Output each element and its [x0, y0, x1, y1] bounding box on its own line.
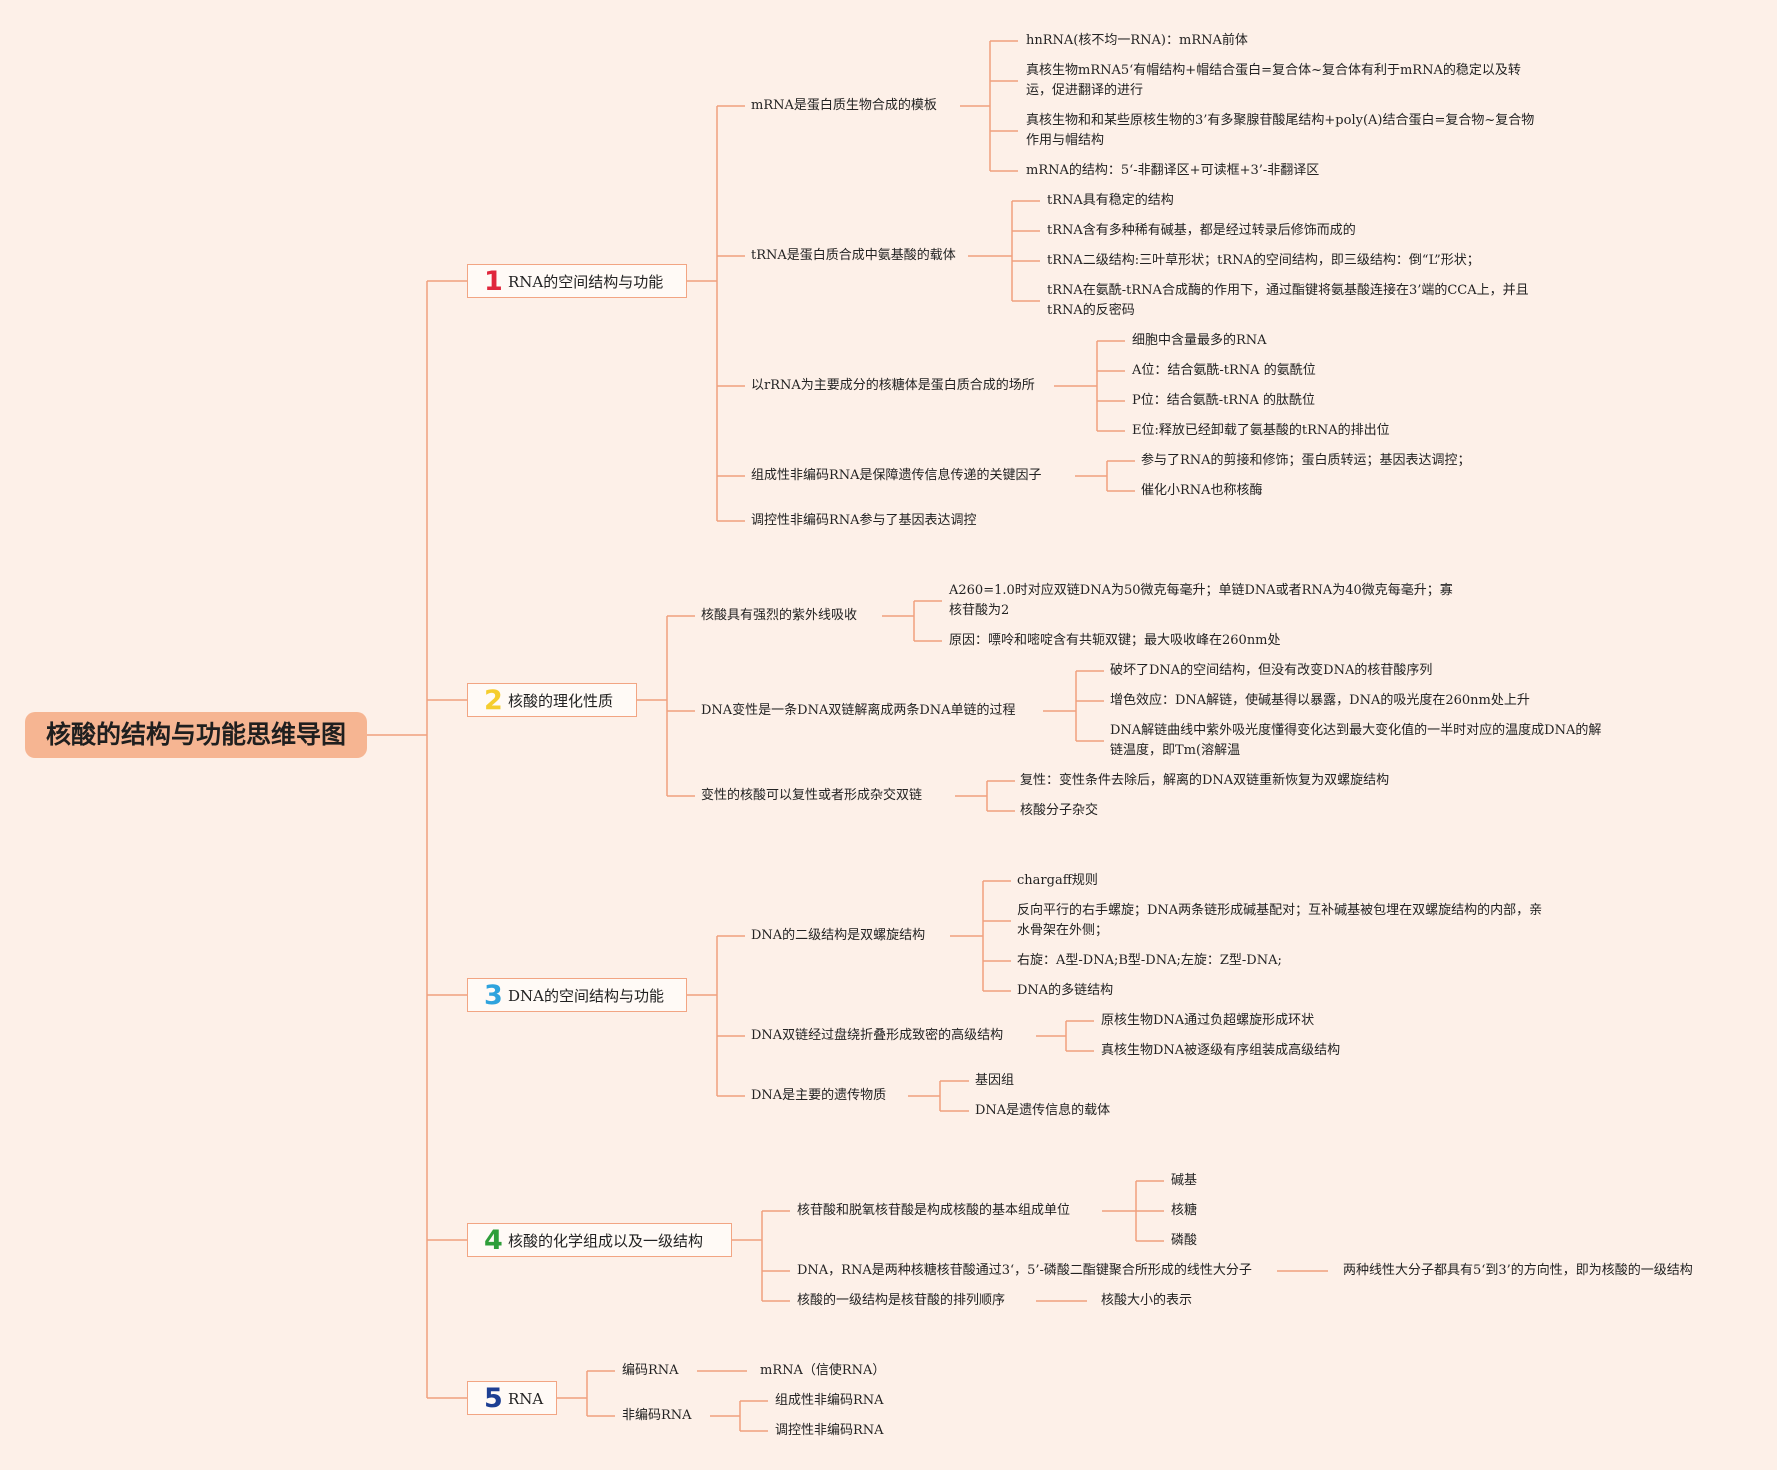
leaf-item[interactable]: 反向平行的右手螺旋；DNA两条链形成碱基配对；互补碱基被包埋在双螺旋结构的内部，… — [1017, 903, 1543, 938]
topic-mrna-template[interactable]: mRNA是蛋白质生物合成的模板 — [751, 98, 937, 113]
branch-dna-structure-function[interactable]: 3 DNA的空间结构与功能 — [467, 978, 687, 1012]
leaf-item[interactable]: A位：结合氨酰-tRNA 的氨酰位 — [1132, 363, 1316, 378]
topic-renaturation-hybrid[interactable]: 变性的核酸可以复性或者形成杂交双链 — [701, 788, 923, 803]
leaf-item[interactable]: 基因组 — [975, 1073, 1015, 1088]
branch-number: 2 — [484, 685, 503, 716]
branch-label: RNA — [508, 1390, 544, 1408]
branch-label: RNA的空间结构与功能 — [508, 273, 664, 291]
leaf-item[interactable]: tRNA在氨酰-tRNA合成酶的作用下，通过酯键将氨基酸连接在3’端的CCA上，… — [1047, 283, 1529, 318]
leaf-item[interactable]: 复性：变性条件去除后，解离的DNA双链重新恢复为双螺旋结构 — [1020, 773, 1390, 788]
leaf-item[interactable]: DNA解链曲线中紫外吸光度懂得变化达到最大变化值的一半时对应的温度成DNA的解链… — [1110, 723, 1602, 758]
topic-noncoding-rna[interactable]: 非编码RNA — [622, 1408, 692, 1423]
leaf-item[interactable]: 调控性非编码RNA — [775, 1423, 884, 1438]
topic-trna-carrier[interactable]: tRNA是蛋白质合成中氨基酸的载体 — [751, 248, 956, 263]
topic-rrna-ribosome[interactable]: 以rRNA为主要成分的核糖体是蛋白质合成的场所 — [751, 378, 1035, 393]
leaf-item[interactable]: 细胞中含量最多的RNA — [1132, 333, 1267, 348]
branch-label: 核酸的化学组成以及一级结构 — [508, 1232, 704, 1250]
branch-number: 5 — [484, 1383, 503, 1414]
branch-physicochemical-properties[interactable]: 2 核酸的理化性质 — [467, 683, 637, 717]
leaf-item[interactable]: 参与了RNA的剪接和修饰；蛋白质转运；基因表达调控； — [1141, 453, 1471, 468]
leaf-item[interactable]: 核糖 — [1171, 1203, 1198, 1218]
leaf-item[interactable]: 右旋：A型-DNA;B型-DNA;左旋：Z型-DNA; — [1017, 953, 1282, 968]
branch-rna[interactable]: 5 RNA — [467, 1381, 557, 1415]
branch-label: DNA的空间结构与功能 — [508, 987, 664, 1005]
leaf-item[interactable]: mRNA的结构：5‘-非翻译区+可读框+3’-非翻译区 — [1026, 163, 1320, 178]
leaf-item[interactable]: 增色效应：DNA解链，使碱基得以暴露，DNA的吸光度在260nm处上升 — [1110, 693, 1530, 708]
leaf-item[interactable]: DNA的多链结构 — [1017, 983, 1114, 998]
topic-phosphodiester-linkage[interactable]: DNA，RNA是两种核糖核苷酸通过3‘，5’-磷酸二酯键聚合所形成的线性大分子 — [797, 1263, 1252, 1278]
branch-label: 核酸的理化性质 — [508, 692, 614, 710]
branch-number: 4 — [484, 1225, 503, 1256]
topic-uv-absorption[interactable]: 核酸具有强烈的紫外线吸收 — [701, 608, 858, 623]
leaf-item[interactable]: E位:释放已经卸载了氨基酸的tRNA的排出位 — [1132, 423, 1390, 438]
topic-primary-structure[interactable]: 核酸的一级结构是核苷酸的排列顺序 — [797, 1293, 1006, 1308]
leaf-item[interactable]: 磷酸 — [1171, 1233, 1198, 1248]
topic-higher-order-structure[interactable]: DNA双链经过盘绕折叠形成致密的高级结构 — [751, 1028, 1004, 1043]
topic-nucleotide-units[interactable]: 核苷酸和脱氧核苷酸是构成核酸的基本组成单位 — [797, 1203, 1071, 1218]
leaf-item[interactable]: tRNA二级结构:三叶草形状；tRNA的空间结构，即三级结构：倒“L”形状； — [1047, 253, 1480, 268]
leaf-item[interactable]: P位：结合氨酰-tRNA 的肽酰位 — [1132, 393, 1316, 408]
leaf-item[interactable]: 两种线性大分子都具有5‘到3’的方向性，即为核酸的一级结构 — [1343, 1263, 1693, 1278]
leaf-item[interactable]: 原核生物DNA通过负超螺旋形成环状 — [1101, 1013, 1315, 1028]
leaf-item[interactable]: 真核生物DNA被逐级有序组装成高级结构 — [1101, 1043, 1341, 1058]
leaf-item[interactable]: 催化小RNA也称核酶 — [1141, 483, 1263, 498]
topic-constitutive-ncrna[interactable]: 组成性非编码RNA是保障遗传信息传递的关键因子 — [751, 468, 1042, 483]
topic-regulatory-ncrna[interactable]: 调控性非编码RNA参与了基因表达调控 — [751, 513, 977, 528]
leaf-item[interactable]: 真核生物mRNA5‘有帽结构+帽结合蛋白=复合体~复合体有利于mRNA的稳定以及… — [1026, 63, 1521, 98]
topic-coding-rna[interactable]: 编码RNA — [622, 1363, 679, 1378]
topic-dna-denaturation[interactable]: DNA变性是一条DNA双链解离成两条DNA单链的过程 — [701, 703, 1016, 718]
leaf-item[interactable]: 核酸分子杂交 — [1020, 803, 1099, 818]
leaf-item[interactable]: DNA是遗传信息的载体 — [975, 1103, 1111, 1118]
leaf-item[interactable]: 组成性非编码RNA — [775, 1393, 884, 1408]
leaf-item[interactable]: chargaff规则 — [1017, 873, 1098, 888]
leaf-item[interactable]: 原因：嘌呤和嘧啶含有共轭双键；最大吸收峰在260nm处 — [949, 633, 1281, 648]
leaf-item[interactable]: 破坏了DNA的空间结构，但没有改变DNA的核苷酸序列 — [1110, 663, 1433, 678]
leaf-item[interactable]: 真核生物和和某些原核生物的3’有多聚腺苷酸尾结构+poly(A)结合蛋白=复合物… — [1026, 113, 1535, 148]
branch-number: 1 — [484, 266, 503, 297]
branch-chemical-composition[interactable]: 4 核酸的化学组成以及一级结构 — [467, 1223, 732, 1257]
branch-number: 3 — [484, 980, 503, 1011]
branch-rna-structure-function[interactable]: 1 RNA的空间结构与功能 — [467, 264, 687, 298]
leaf-item[interactable]: mRNA（信使RNA） — [760, 1363, 886, 1378]
leaf-item[interactable]: tRNA含有多种稀有碱基，都是经过转录后修饰而成的 — [1047, 223, 1356, 238]
topic-genetic-material[interactable]: DNA是主要的遗传物质 — [751, 1088, 887, 1103]
topic-double-helix[interactable]: DNA的二级结构是双螺旋结构 — [751, 928, 926, 943]
leaf-item[interactable]: 核酸大小的表示 — [1101, 1293, 1193, 1308]
leaf-item[interactable]: A260=1.0时对应双链DNA为50微克每毫升；单链DNA或者RNA为40微克… — [949, 583, 1453, 618]
root-topic[interactable]: 核酸的结构与功能思维导图 — [25, 712, 367, 758]
leaf-item[interactable]: tRNA具有稳定的结构 — [1047, 193, 1174, 208]
leaf-item[interactable]: hnRNA(核不均一RNA)：mRNA前体 — [1026, 33, 1248, 48]
leaf-item[interactable]: 碱基 — [1171, 1173, 1198, 1188]
